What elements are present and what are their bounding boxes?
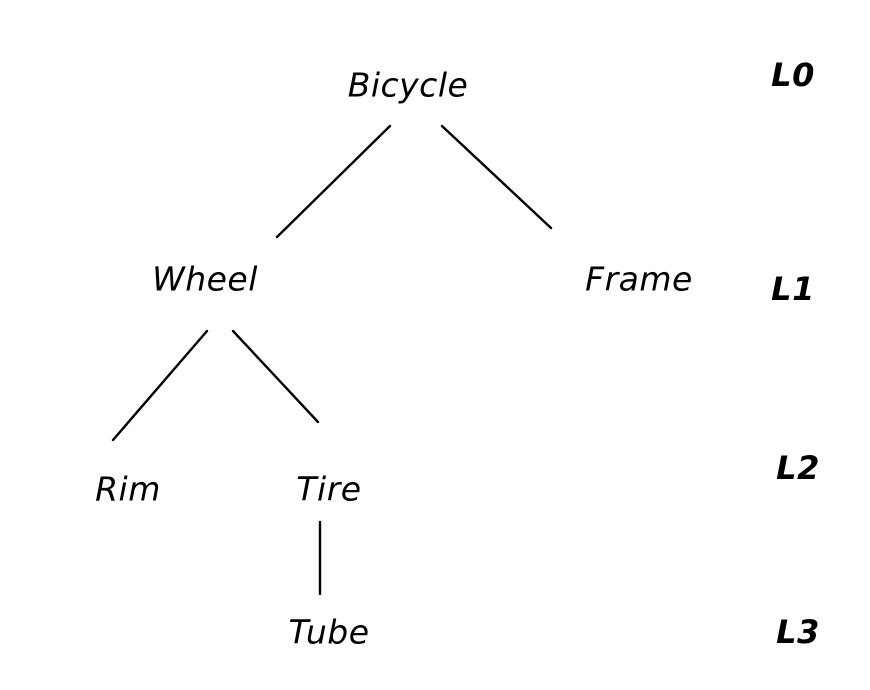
edge-bicycle-wheel [275, 124, 392, 239]
node-frame[interactable]: Frame [585, 259, 693, 299]
edge-wheel-tire [231, 329, 320, 424]
edge-bicycle-frame [440, 124, 553, 230]
edge-wheel-rim [111, 329, 209, 442]
level-label-l2: L2 [776, 449, 820, 487]
level-label-l0: L0 [771, 56, 815, 94]
level-label-l1: L1 [771, 270, 815, 308]
node-tire[interactable]: Tire [296, 469, 362, 509]
node-rim[interactable]: Rim [95, 469, 161, 509]
level-label-l3: L3 [776, 613, 820, 651]
node-wheel[interactable]: Wheel [152, 259, 258, 299]
node-bicycle[interactable]: Bicycle [347, 65, 469, 105]
node-tube[interactable]: Tube [288, 612, 370, 652]
